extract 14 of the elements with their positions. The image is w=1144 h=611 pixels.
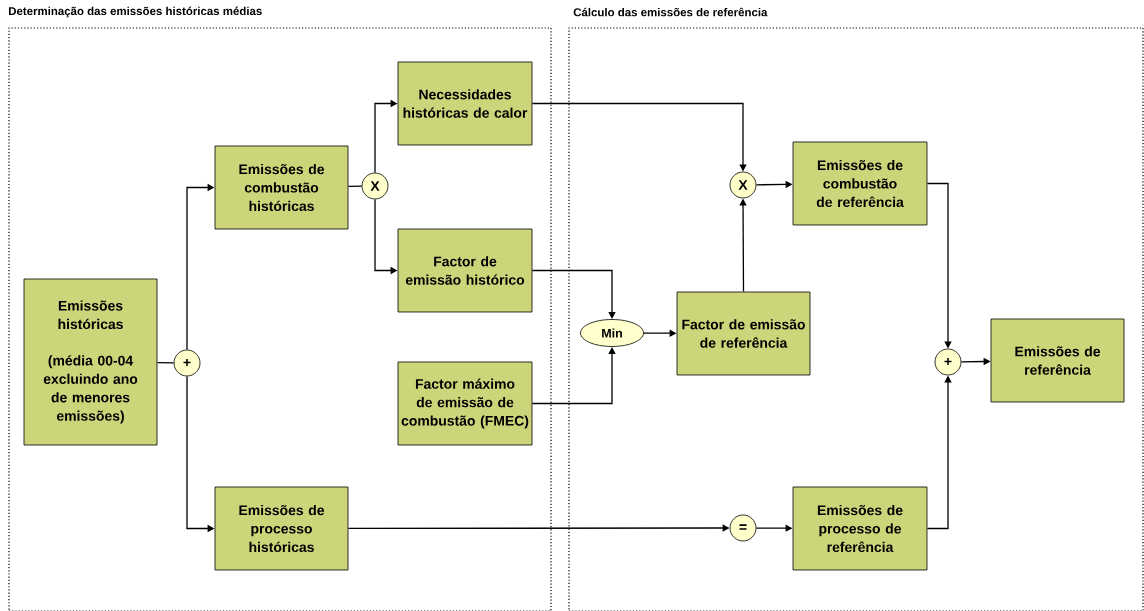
process-box: Emissões de processo de referência <box>792 486 928 571</box>
process-box: Factor de emissão histórico <box>397 228 533 313</box>
process-box: Emissões históricas (média 00-04 excluindo ano de menores emissões) <box>23 278 158 446</box>
panel-heading: Cálculo das emissões de referência <box>573 7 768 17</box>
panel-heading: Determinação das emissões históricas médias <box>8 6 262 18</box>
process-box: Emissões de combustão históricas <box>214 145 349 230</box>
process-box: Factor máximo de emissão de combustão (FMEC) <box>397 361 533 446</box>
process-box: Emissões de referência <box>990 318 1125 403</box>
process-box: Factor de emissão de referência <box>676 291 811 376</box>
process-box: Necessidades históricas de calor <box>397 61 533 146</box>
connector-line <box>347 185 363 188</box>
process-box: Emissões de processo históricas <box>214 486 349 571</box>
process-box: Emissões de combustão de referência <box>792 141 928 226</box>
connector-line <box>156 362 175 364</box>
